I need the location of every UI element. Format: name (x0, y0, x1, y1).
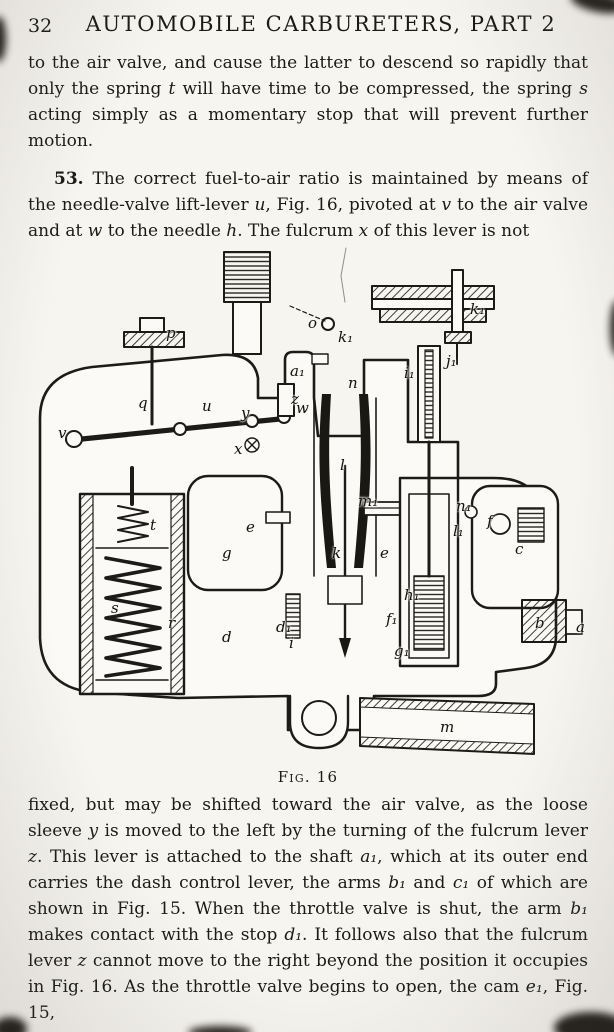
scan-smudge (610, 300, 614, 356)
dash-rod (417, 345, 441, 443)
paragraph-continuation: to the air valve, and cause the latter t… (28, 53, 588, 151)
figure-label-d₁: d₁ (276, 618, 292, 636)
figure-label-d: d (222, 628, 232, 646)
figure-label-l: l (340, 456, 345, 474)
jet-details (285, 501, 405, 639)
figure-label-r: r (168, 614, 176, 632)
figure-label-p: p (166, 324, 176, 342)
figure-label-t: t (150, 516, 157, 534)
figure-label-y: y (241, 404, 250, 422)
figure-label-h₁: h₁ (404, 586, 420, 604)
fuel-inlet-bowl (464, 484, 583, 643)
figure-caption: Fig. 16 (277, 768, 339, 786)
scan-smudge (188, 1026, 252, 1032)
figure-label-n₁: n₁ (456, 497, 472, 515)
air-inlet-stack (223, 251, 271, 355)
figure-label-m₁: m₁ (358, 492, 379, 510)
figure-label-j₁: j₁ (446, 352, 457, 370)
figure-label-e: e (380, 544, 389, 562)
figure-label-f: f (487, 512, 493, 530)
paragraph-after-figure: fixed, but may be shifted toward the air… (28, 795, 589, 1023)
scan-smudge (554, 1012, 614, 1032)
lift-lever-assembly (65, 317, 329, 453)
figure-label-i: i (289, 634, 294, 652)
figure-label-a₁: a₁ (290, 362, 305, 380)
figure-label-b: b (535, 614, 545, 632)
figure-label-q: q (138, 394, 148, 412)
float-chamber (186, 474, 291, 592)
figure-label-u: u (202, 397, 212, 415)
figure-label-k₁: k₁ (470, 300, 486, 318)
venturi-and-needle (313, 394, 377, 658)
scan-smudge (0, 16, 6, 62)
figure-label-s: s (111, 599, 119, 617)
throttle-outlet (288, 694, 350, 750)
outlet-pipe (359, 697, 535, 755)
page-header: 32 AUTOMOBILE CARBURETERS, PART 2 (28, 12, 588, 42)
intake-flange (371, 269, 495, 365)
scan-smudge (0, 1017, 27, 1032)
figure-label-o: o (308, 314, 318, 332)
figure-label-k: k (332, 544, 342, 562)
figure-label-c: c (515, 540, 524, 558)
figure-label-k₁: k₁ (338, 328, 354, 346)
figure-label-i₁: i₁ (404, 364, 415, 382)
figure-label-v: v (58, 424, 67, 442)
dash-pot-chamber (398, 440, 460, 668)
figure-label-e: e (246, 518, 255, 536)
carburetor-cross-section-drawing (38, 247, 583, 755)
page-number: 32 (28, 15, 53, 37)
figure-label-x: x (234, 440, 243, 458)
spring-chamber (78, 466, 186, 696)
figure-label-a: a (576, 618, 585, 636)
figure-label-m: m (440, 718, 455, 736)
running-title: AUTOMOBILE CARBURETERS, PART 2 (85, 12, 557, 36)
figure-label-g: g (222, 544, 232, 562)
figure-label-z: z (291, 390, 299, 408)
figure-label-w: w (296, 399, 309, 417)
figure-label-f₁: f₁ (386, 610, 398, 628)
figure-label-n: n (348, 374, 358, 392)
figure-label-l₁: l₁ (453, 522, 464, 540)
figure-label-g₁: g₁ (394, 642, 410, 660)
paragraph-section-53: 53. The correct fuel-to-air ratio is mai… (28, 169, 589, 241)
